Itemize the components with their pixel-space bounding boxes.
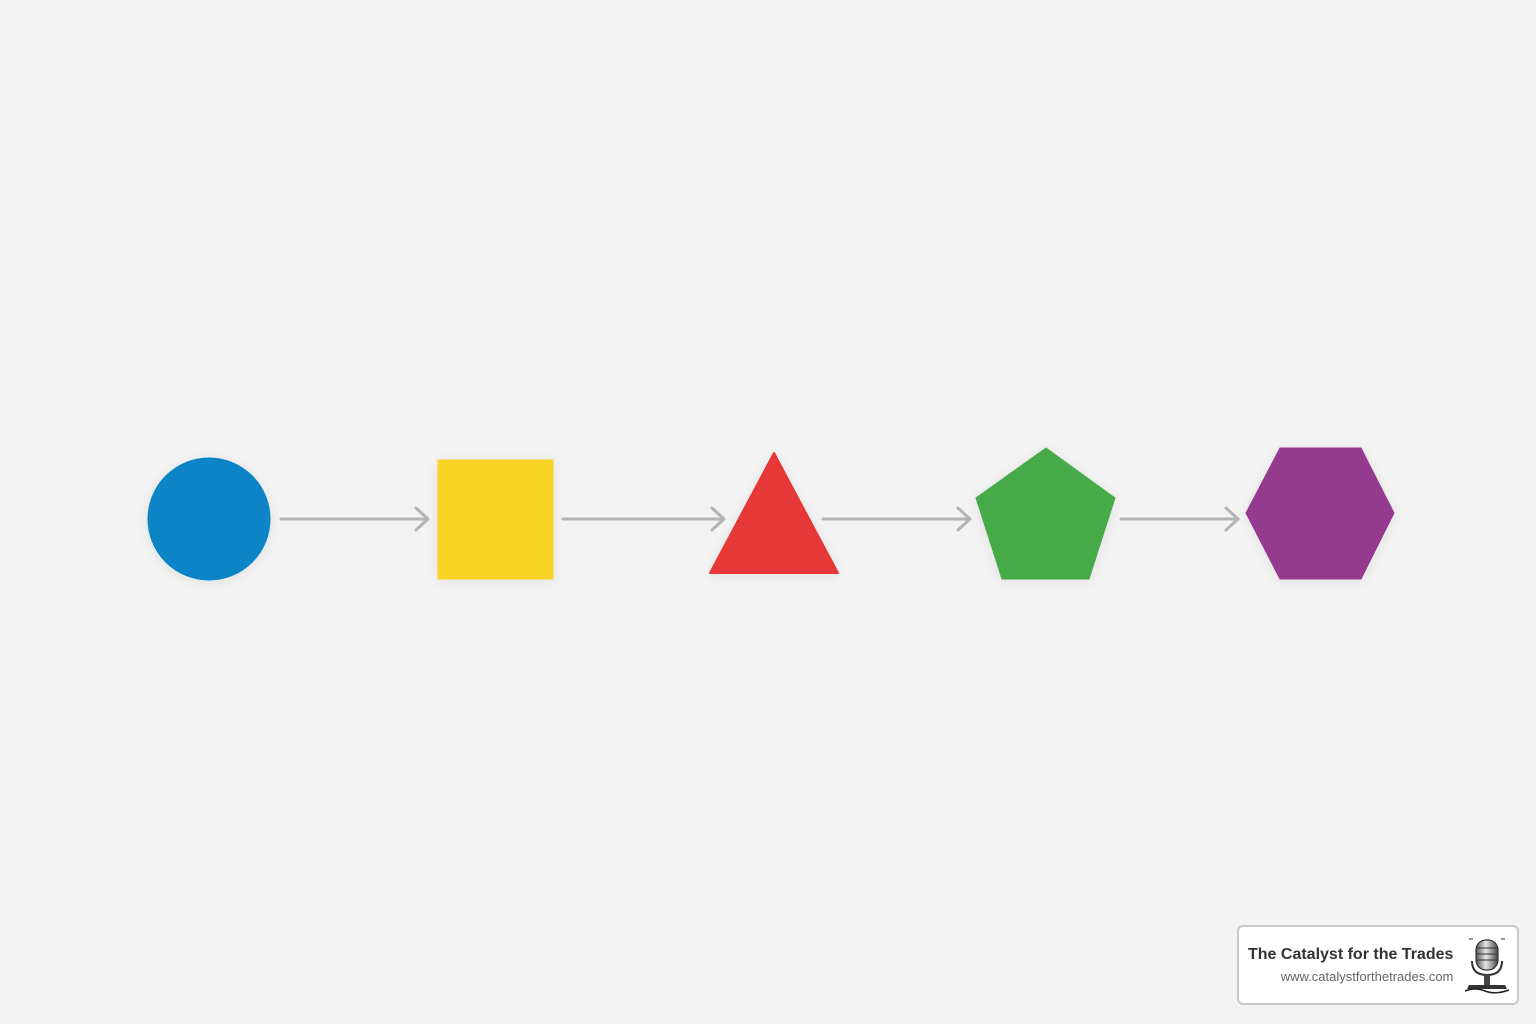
arrow-4 [1119, 506, 1240, 532]
watermark-title: The Catalyst for the Trades [1248, 946, 1454, 963]
watermark-url: www.catalystforthetrades.com [1280, 969, 1454, 984]
purple-hexagon-shape [1245, 447, 1395, 580]
arrow-1 [279, 506, 430, 532]
arrow-4-head [1224, 506, 1240, 532]
microphone-icon [1465, 938, 1510, 994]
blue-circle-shape [147, 457, 271, 581]
watermark-badge: The Catalyst for the Trades www.catalyst… [1237, 925, 1519, 1005]
arrow-2 [561, 506, 726, 532]
watermark-text: The Catalyst for the Trades www.catalyst… [1248, 946, 1453, 984]
green-pentagon-shape [975, 447, 1116, 580]
arrow-3 [821, 506, 972, 532]
red-triangle-shape [709, 452, 839, 574]
arrow-1-head [414, 506, 430, 532]
arrow-2-head [710, 506, 726, 532]
arrow-3-head [956, 506, 972, 532]
yellow-square-shape [437, 459, 554, 580]
